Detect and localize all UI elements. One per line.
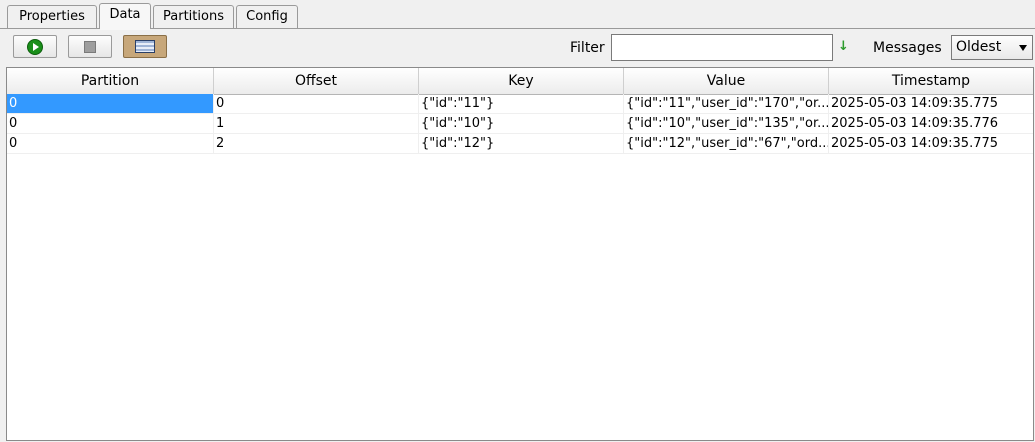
- cell-timestamp[interactable]: 2025-05-03 14:09:35.775: [829, 94, 1033, 114]
- toolbar: Filter ↓ Messages Oldest: [0, 30, 1035, 64]
- table-row[interactable]: 0 0 {"id":"11"} {"id":"11","user_id":"17…: [7, 94, 1033, 114]
- grid-view-icon: [135, 40, 155, 53]
- cell-partition[interactable]: 0: [7, 134, 214, 154]
- column-header-partition[interactable]: Partition: [7, 68, 214, 94]
- play-icon: [27, 38, 43, 55]
- cell-value[interactable]: {"id":"11","user_id":"170","or...: [624, 94, 829, 114]
- cell-timestamp[interactable]: 2025-05-03 14:09:35.776: [829, 114, 1033, 134]
- column-header-offset[interactable]: Offset: [214, 68, 419, 94]
- cell-value[interactable]: {"id":"12","user_id":"67","ord...: [624, 134, 829, 154]
- messages-select[interactable]: Oldest: [951, 35, 1033, 60]
- cell-partition[interactable]: 0: [7, 114, 214, 134]
- column-header-timestamp[interactable]: Timestamp: [829, 68, 1033, 94]
- tab-properties[interactable]: Properties: [7, 5, 97, 28]
- cell-offset[interactable]: 0: [214, 94, 419, 114]
- cell-key[interactable]: {"id":"12"}: [419, 134, 624, 154]
- cell-timestamp[interactable]: 2025-05-03 14:09:35.775: [829, 134, 1033, 154]
- tab-config[interactable]: Config: [236, 5, 298, 28]
- column-header-value[interactable]: Value: [624, 68, 829, 94]
- tab-data[interactable]: Data: [99, 3, 151, 30]
- cell-partition[interactable]: 0: [7, 94, 214, 114]
- cell-value[interactable]: {"id":"10","user_id":"135","or...: [624, 114, 829, 134]
- table-row[interactable]: 0 1 {"id":"10"} {"id":"10","user_id":"13…: [7, 114, 1033, 134]
- cell-key[interactable]: {"id":"10"}: [419, 114, 624, 134]
- cell-key[interactable]: {"id":"11"}: [419, 94, 624, 114]
- table-header: Partition Offset Key Value Timestamp: [7, 68, 1033, 95]
- messages-table[interactable]: Partition Offset Key Value Timestamp 0 0…: [6, 67, 1034, 441]
- start-button[interactable]: [13, 35, 57, 58]
- chevron-down-icon: [1019, 45, 1027, 51]
- cell-offset[interactable]: 2: [214, 134, 419, 154]
- column-header-key[interactable]: Key: [419, 68, 624, 94]
- tab-partitions[interactable]: Partitions: [153, 5, 234, 28]
- cell-offset[interactable]: 1: [214, 114, 419, 134]
- apply-filter-icon[interactable]: ↓: [838, 39, 849, 54]
- messages-selected-value: Oldest: [956, 39, 1002, 55]
- table-row[interactable]: 0 2 {"id":"12"} {"id":"12","user_id":"67…: [7, 134, 1033, 154]
- messages-label: Messages: [873, 40, 942, 56]
- tab-bar: Properties Data Partitions Config: [0, 0, 1035, 30]
- stop-button[interactable]: [68, 35, 112, 58]
- grid-view-button[interactable]: [123, 35, 167, 58]
- filter-label: Filter: [570, 40, 605, 56]
- stop-icon: [84, 40, 96, 53]
- filter-input[interactable]: [611, 34, 833, 61]
